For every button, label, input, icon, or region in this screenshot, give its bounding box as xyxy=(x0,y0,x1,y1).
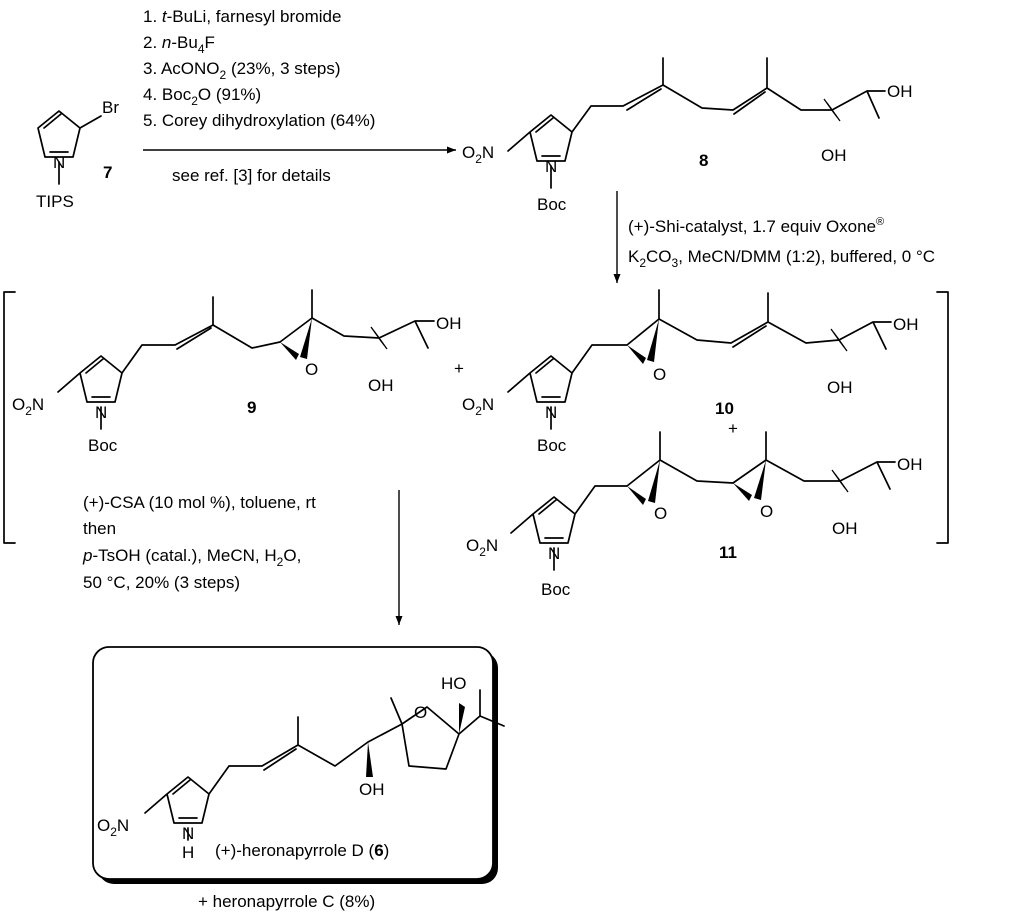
svg-text:4. Boc2O (91%): 4. Boc2O (91%) xyxy=(143,85,261,108)
svg-text:N: N xyxy=(182,824,194,843)
svg-text:O: O xyxy=(760,502,773,521)
bracket-left xyxy=(3,291,16,544)
svg-text:1. t-BuLi, farnesyl bromide: 1. t-BuLi, farnesyl bromide xyxy=(143,7,341,26)
svg-text:O2N: O2N xyxy=(462,395,494,418)
plus-sign-1: + xyxy=(454,359,464,378)
bracket-right xyxy=(936,291,949,544)
svg-text:H: H xyxy=(182,843,194,862)
plus-sign-2: + xyxy=(728,419,738,438)
compound-label-10: 10 xyxy=(715,399,734,418)
atom-br: Br xyxy=(102,98,119,117)
svg-text:O: O xyxy=(305,360,318,379)
svg-text:OH: OH xyxy=(821,146,847,165)
svg-text:O: O xyxy=(654,504,667,523)
svg-text:OH: OH xyxy=(887,82,913,101)
compound-label-9: 9 xyxy=(247,398,256,417)
svg-text:5. Corey dihydroxylation (64%): 5. Corey dihydroxylation (64%) xyxy=(143,111,375,130)
step2-conditions: (+)-Shi-catalyst, 1.7 equiv Oxone® K2CO3… xyxy=(628,216,935,270)
svg-text:3. AcONO2 (23%, 3 steps): 3. AcONO2 (23%, 3 steps) xyxy=(143,59,341,82)
svg-text:O2N: O2N xyxy=(466,536,498,559)
svg-text:Boc: Boc xyxy=(537,436,567,455)
svg-text:O2N: O2N xyxy=(97,816,129,839)
svg-text:Boc: Boc xyxy=(537,195,567,214)
product-name: (+)-heronapyrrole D (6) xyxy=(215,841,389,860)
svg-text:OH: OH xyxy=(436,314,462,333)
footer-note: + heronapyrrole C (8%) xyxy=(198,892,375,911)
compound-label-7: 7 xyxy=(103,163,112,182)
svg-text:OH: OH xyxy=(368,376,394,395)
svg-text:then: then xyxy=(83,519,116,538)
tips-label: TIPS xyxy=(36,192,74,211)
svg-text:N: N xyxy=(545,403,557,422)
svg-text:N: N xyxy=(95,403,107,422)
svg-text:p-TsOH (catal.), MeCN, H2O,: p-TsOH (catal.), MeCN, H2O, xyxy=(82,546,301,569)
svg-text:O: O xyxy=(414,703,427,722)
svg-text:N: N xyxy=(548,544,560,563)
svg-text:N: N xyxy=(545,157,557,176)
compound-10: O2N N Boc O OH OH 10 xyxy=(462,289,919,455)
compound-label-8: 8 xyxy=(699,151,708,170)
compound-8: O2N N Boc OH OH 8 xyxy=(462,57,913,214)
svg-text:OH: OH xyxy=(359,780,385,799)
svg-text:2. n-Bu4F: 2. n-Bu4F xyxy=(143,33,215,56)
svg-text:HO: HO xyxy=(441,674,467,693)
compound-label-11: 11 xyxy=(719,543,737,562)
svg-text:OH: OH xyxy=(827,378,853,397)
step1-conditions: 1. t-BuLi, farnesyl bromide 2. n-Bu4F 3.… xyxy=(143,7,375,185)
svg-text:see ref. [3] for details: see ref. [3] for details xyxy=(172,166,331,185)
compound-7: Br N TIPS 7 xyxy=(36,98,119,211)
svg-text:O2N: O2N xyxy=(12,395,44,418)
svg-text:Boc: Boc xyxy=(88,436,118,455)
svg-text:OH: OH xyxy=(832,519,858,538)
compound-9: O2N N Boc O OH OH 9 xyxy=(12,289,462,455)
svg-text:Boc: Boc xyxy=(541,580,571,599)
svg-text:K2CO3, MeCN/DMM (1:2), buffere: K2CO3, MeCN/DMM (1:2), buffered, 0 °C xyxy=(628,247,935,270)
atom-n: N xyxy=(53,153,65,172)
step3-conditions: (+)-CSA (10 mol %), toluene, rt then p-T… xyxy=(82,493,316,592)
svg-text:(+)-Shi-catalyst, 1.7 equiv Ox: (+)-Shi-catalyst, 1.7 equiv Oxone® xyxy=(628,216,884,236)
compound-6: O2N N H O OH HO (+)-heronapyrrole D (6) xyxy=(97,674,505,862)
svg-text:(+)-CSA (10 mol %), toluene, r: (+)-CSA (10 mol %), toluene, rt xyxy=(83,493,316,512)
product-box xyxy=(92,646,494,880)
compound-11: O2N N Boc O O OH OH 11 xyxy=(466,431,923,599)
svg-text:50 °C, 20% (3 steps): 50 °C, 20% (3 steps) xyxy=(83,573,240,592)
svg-text:O2N: O2N xyxy=(462,143,494,166)
svg-text:OH: OH xyxy=(897,455,923,474)
svg-text:O: O xyxy=(653,365,666,384)
svg-text:OH: OH xyxy=(893,315,919,334)
